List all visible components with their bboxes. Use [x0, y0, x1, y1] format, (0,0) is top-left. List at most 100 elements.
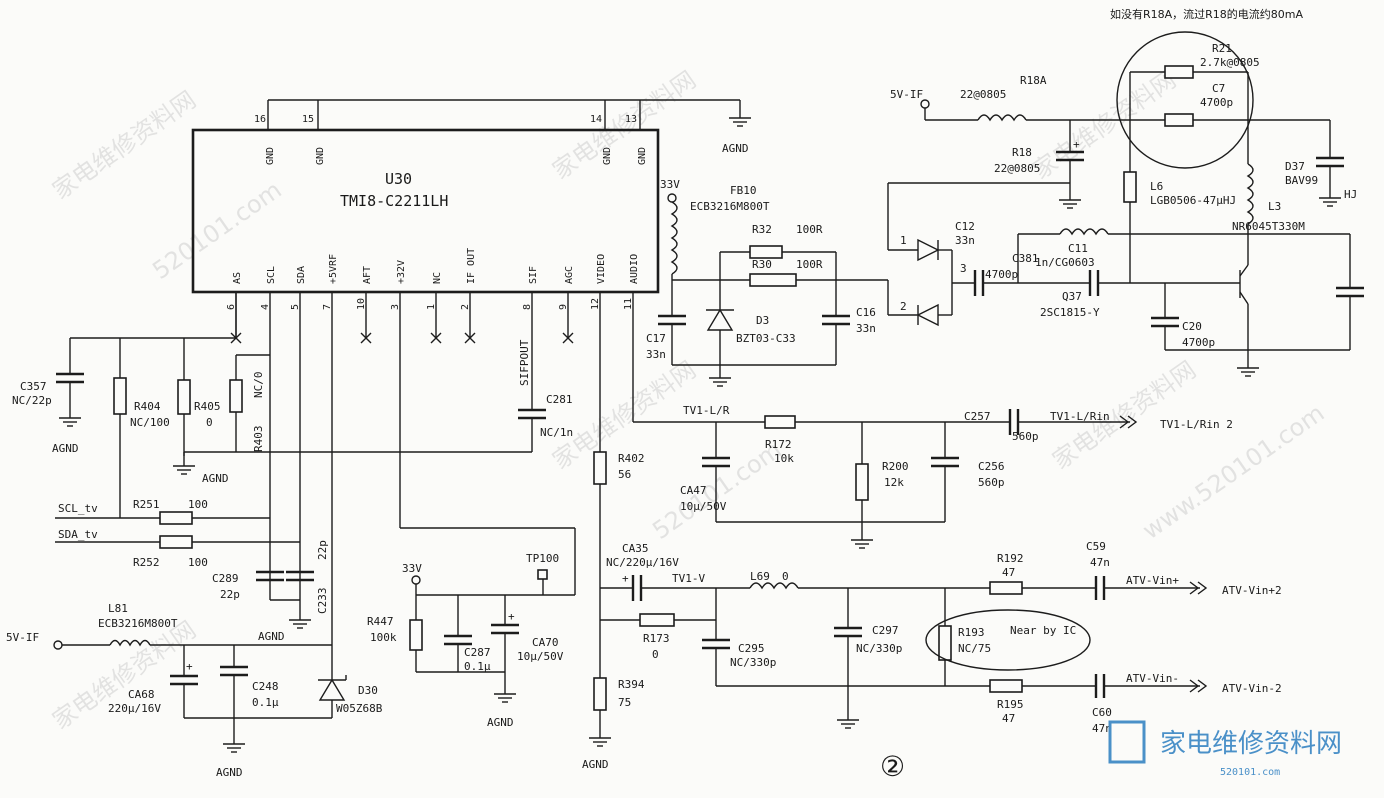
svg-text:HJ: HJ: [1344, 188, 1357, 201]
ic-pin-label: VIDEO: [596, 254, 607, 284]
svg-text:家电维修资料网: 家电维修资料网: [1160, 729, 1342, 759]
svg-text:+: +: [186, 660, 193, 673]
watermark: 家电维修资料网: [47, 86, 201, 205]
ic-pin-number: 4: [260, 304, 271, 310]
svg-text:GND: GND: [602, 147, 613, 165]
svg-text:R172: R172: [765, 438, 792, 451]
svg-text:22@0805: 22@0805: [994, 162, 1040, 175]
svg-text:BZT03-C33: BZT03-C33: [736, 332, 796, 345]
svg-text:0.1μ: 0.1μ: [464, 660, 491, 673]
ic-pin-number: 7: [322, 304, 333, 310]
svg-text:R18: R18: [1012, 146, 1032, 159]
svg-text:R193: R193: [958, 626, 985, 639]
svg-text:ECB3216M800T: ECB3216M800T: [690, 200, 770, 213]
svg-text:AGND: AGND: [487, 716, 514, 729]
svg-text:AGND: AGND: [582, 758, 609, 771]
ic-pin-number: 8: [522, 304, 533, 310]
svg-text:CA47: CA47: [680, 484, 707, 497]
note-top: 如没有R18A，流过R18的电流约80mA: [1110, 7, 1304, 21]
svg-text:R32: R32: [752, 223, 772, 236]
svg-text:LGB0506-47μHJ: LGB0506-47μHJ: [1150, 194, 1236, 207]
svg-text:22@0805: 22@0805: [960, 88, 1006, 101]
svg-text:C12: C12: [955, 220, 975, 233]
svg-text:100R: 100R: [796, 223, 823, 236]
svg-text:56: 56: [618, 468, 631, 481]
svg-text:C20: C20: [1182, 320, 1202, 333]
ic-part: TMI8-C2211LH: [340, 192, 448, 210]
svg-text:220μ/16V: 220μ/16V: [108, 702, 161, 715]
svg-text:Near by IC: Near by IC: [1010, 624, 1076, 637]
svg-text:C59: C59: [1086, 540, 1106, 553]
ic-pin-number: 11: [623, 298, 634, 310]
svg-text:R18A: R18A: [1020, 74, 1047, 87]
no-connect-mark: [464, 332, 476, 344]
svg-text:ATV-Vin-: ATV-Vin-: [1126, 672, 1179, 685]
svg-text:R405: R405: [194, 400, 221, 413]
svg-text:D30: D30: [358, 684, 378, 697]
svg-text:22p: 22p: [316, 540, 329, 560]
svg-text:SIFPOUT: SIFPOUT: [518, 339, 531, 386]
svg-text:ATV-Vin-2: ATV-Vin-2: [1222, 682, 1282, 695]
svg-text:AGND: AGND: [216, 766, 243, 779]
svg-text:NC/75: NC/75: [958, 642, 991, 655]
svg-text:NC/100: NC/100: [130, 416, 170, 429]
svg-text:15: 15: [302, 114, 314, 125]
svg-text:+: +: [508, 610, 515, 623]
svg-text:100R: 100R: [796, 258, 823, 271]
svg-text:Q37: Q37: [1062, 290, 1082, 303]
ic-pin-label: AFT: [362, 266, 373, 284]
svg-text:L3: L3: [1268, 200, 1281, 213]
svg-text:CA68: CA68: [128, 688, 155, 701]
ic-ref: U30: [385, 170, 412, 188]
no-connect-mark: [430, 332, 442, 344]
ic-pin-number: 9: [558, 304, 569, 310]
svg-text:10μ/50V: 10μ/50V: [680, 500, 727, 513]
svg-text:CA35: CA35: [622, 542, 649, 555]
svg-text:C7: C7: [1212, 82, 1225, 95]
svg-text:L69: L69: [750, 570, 770, 583]
svg-text:2.7k@0805: 2.7k@0805: [1200, 56, 1260, 69]
svg-text:1n/CG0603: 1n/CG0603: [1035, 256, 1095, 269]
ic-pin-number: 6: [226, 304, 237, 310]
svg-text:560p: 560p: [978, 476, 1005, 489]
svg-text:NC/0: NC/0: [252, 372, 265, 399]
ic-pin-label: +5VRF: [328, 254, 339, 284]
tuner-supply: 5V-IF R18A 22@0805 + R18 22@0805 R21 2.7…: [887, 31, 1364, 377]
svg-text:ECB3216M800T: ECB3216M800T: [98, 617, 178, 630]
svg-text:TV1-L/R: TV1-L/R: [683, 404, 730, 417]
svg-text:AGND: AGND: [722, 142, 749, 155]
svg-text:4700p: 4700p: [1200, 96, 1233, 109]
svg-text:0: 0: [782, 570, 789, 583]
svg-text:33V: 33V: [660, 178, 680, 191]
svg-text:C233: C233: [316, 588, 329, 615]
svg-text:520101.com: 520101.com: [1220, 767, 1280, 778]
svg-text:33V: 33V: [402, 562, 422, 575]
svg-text:2: 2: [900, 300, 907, 313]
ic-pin-number: 1: [426, 304, 437, 310]
ic-pin-label: SDA: [296, 266, 307, 284]
ic-pin-number: 2: [460, 304, 471, 310]
svg-text:C16: C16: [856, 306, 876, 319]
ic-pin-label: AUDIO: [629, 254, 640, 284]
svg-text:0.1μ: 0.1μ: [252, 696, 279, 709]
svg-text:TV1-L/Rin 2: TV1-L/Rin 2: [1160, 418, 1233, 431]
svg-text:10μ/50V: 10μ/50V: [517, 650, 564, 663]
svg-text:L6: L6: [1150, 180, 1163, 193]
svg-text:2SC1815-Y: 2SC1815-Y: [1040, 306, 1100, 319]
svg-text:75: 75: [618, 696, 631, 709]
svg-text:SCL_tv: SCL_tv: [58, 502, 98, 515]
svg-text:CA70: CA70: [532, 636, 559, 649]
svg-text:AGND: AGND: [202, 472, 229, 485]
no-connect-mark: [562, 332, 574, 344]
svg-text:R394: R394: [618, 678, 645, 691]
ic-pin-number: 5: [290, 304, 301, 310]
svg-text:C256: C256: [978, 460, 1005, 473]
svg-text:R402: R402: [618, 452, 645, 465]
svg-text:NC/1n: NC/1n: [540, 426, 573, 439]
svg-text:560p: 560p: [1012, 430, 1039, 443]
svg-text:TP100: TP100: [526, 552, 559, 565]
svg-text:14: 14: [590, 114, 602, 125]
page-number: ②: [880, 750, 905, 783]
